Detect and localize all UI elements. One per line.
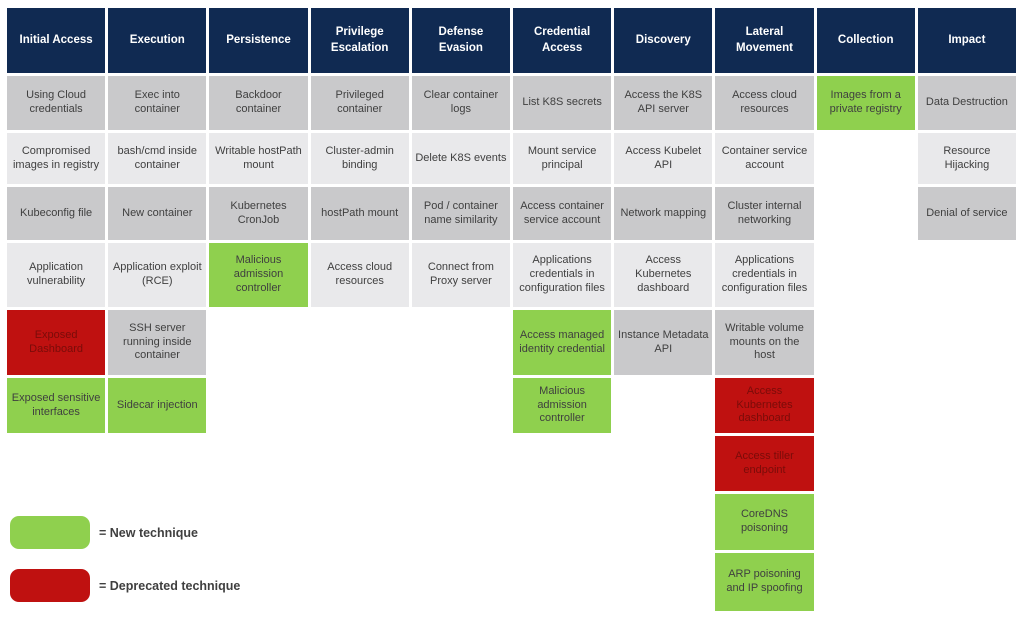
technique-cell: Writable volume mounts on the host — [715, 310, 814, 375]
technique-cell: List K8S secrets — [512, 76, 612, 130]
technique-cell: Exposed Dashboard — [7, 310, 106, 375]
technique-cell: Images from a private registry — [816, 76, 915, 130]
column-header: Impact — [917, 8, 1016, 73]
column-header: Execution — [108, 8, 207, 73]
technique-cell: Access cloud resources — [715, 76, 814, 130]
column-header: Credential Access — [512, 8, 612, 73]
technique-cell: bash/cmd inside container — [108, 133, 207, 184]
legend: = New technique = Deprecated technique — [10, 516, 240, 617]
technique-cell: Exec into container — [108, 76, 207, 130]
technique-cell: Using Cloud credentials — [7, 76, 106, 130]
technique-cell: Access Kubernetes dashboard — [614, 243, 713, 307]
technique-cell: Cluster internal networking — [715, 187, 814, 240]
new-technique-swatch — [10, 516, 90, 549]
technique-cell: Kubeconfig file — [7, 187, 106, 240]
column-header: Discovery — [614, 8, 713, 73]
technique-cell: Cluster-admin binding — [310, 133, 409, 184]
technique-cell: Denial of service — [917, 187, 1016, 240]
legend-row-new: = New technique — [10, 516, 240, 549]
technique-cell: Data Destruction — [917, 76, 1016, 130]
column-header: Initial Access — [7, 8, 106, 73]
technique-cell: Delete K8S events — [411, 133, 510, 184]
technique-cell: Malicious admission controller — [209, 243, 308, 307]
technique-cell: Application vulnerability — [7, 243, 106, 307]
column-header: Collection — [816, 8, 915, 73]
technique-cell: SSH server running inside container — [108, 310, 207, 375]
technique-cell: hostPath mount — [310, 187, 409, 240]
technique-cell: Resource Hijacking — [917, 133, 1016, 184]
column-header: Lateral Movement — [715, 8, 814, 73]
technique-cell: Privileged container — [310, 76, 409, 130]
technique-cell: Applications credentials in configuratio… — [512, 243, 612, 307]
new-technique-label: = New technique — [99, 525, 198, 540]
technique-cell: Compromised images in registry — [7, 133, 106, 184]
column-header: Persistence — [209, 8, 308, 73]
technique-cell: Pod / container name similarity — [411, 187, 510, 240]
deprecated-technique-label: = Deprecated technique — [99, 578, 241, 593]
technique-cell: Mount service principal — [512, 133, 612, 184]
column-header: Defense Evasion — [411, 8, 510, 73]
technique-cell: Access Kubelet API — [614, 133, 713, 184]
legend-row-deprecated: = Deprecated technique — [10, 569, 240, 602]
technique-cell: Access container service account — [512, 187, 612, 240]
technique-cell: CoreDNS poisoning — [715, 494, 814, 550]
technique-cell: Network mapping — [614, 187, 713, 240]
technique-cell: Container service account — [715, 133, 814, 184]
technique-cell: Access managed identity credential — [512, 310, 612, 375]
technique-cell: Exposed sensitive interfaces — [7, 378, 106, 433]
technique-cell: Applications credentials in configuratio… — [715, 243, 814, 307]
technique-cell: New container — [108, 187, 207, 240]
technique-cell: Access the K8S API server — [614, 76, 713, 130]
technique-cell: Backdoor container — [209, 76, 308, 130]
technique-cell: Access cloud resources — [310, 243, 409, 307]
technique-cell: Application exploit (RCE) — [108, 243, 207, 307]
technique-cell: ARP poisoning and IP spoofing — [715, 553, 814, 611]
technique-cell: Writable hostPath mount — [209, 133, 308, 184]
technique-cell: Access tiller endpoint — [715, 436, 814, 491]
technique-cell: Malicious admission controller — [512, 378, 612, 433]
technique-cell: Sidecar injection — [108, 378, 207, 433]
column-header: Privilege Escalation — [310, 8, 409, 73]
technique-cell: Connect from Proxy server — [411, 243, 510, 307]
deprecated-technique-swatch — [10, 569, 90, 602]
technique-cell: Access Kubernetes dashboard — [715, 378, 814, 433]
technique-cell: Clear container logs — [411, 76, 510, 130]
technique-cell: Instance Metadata API — [614, 310, 713, 375]
technique-cell: Kubernetes CronJob — [209, 187, 308, 240]
